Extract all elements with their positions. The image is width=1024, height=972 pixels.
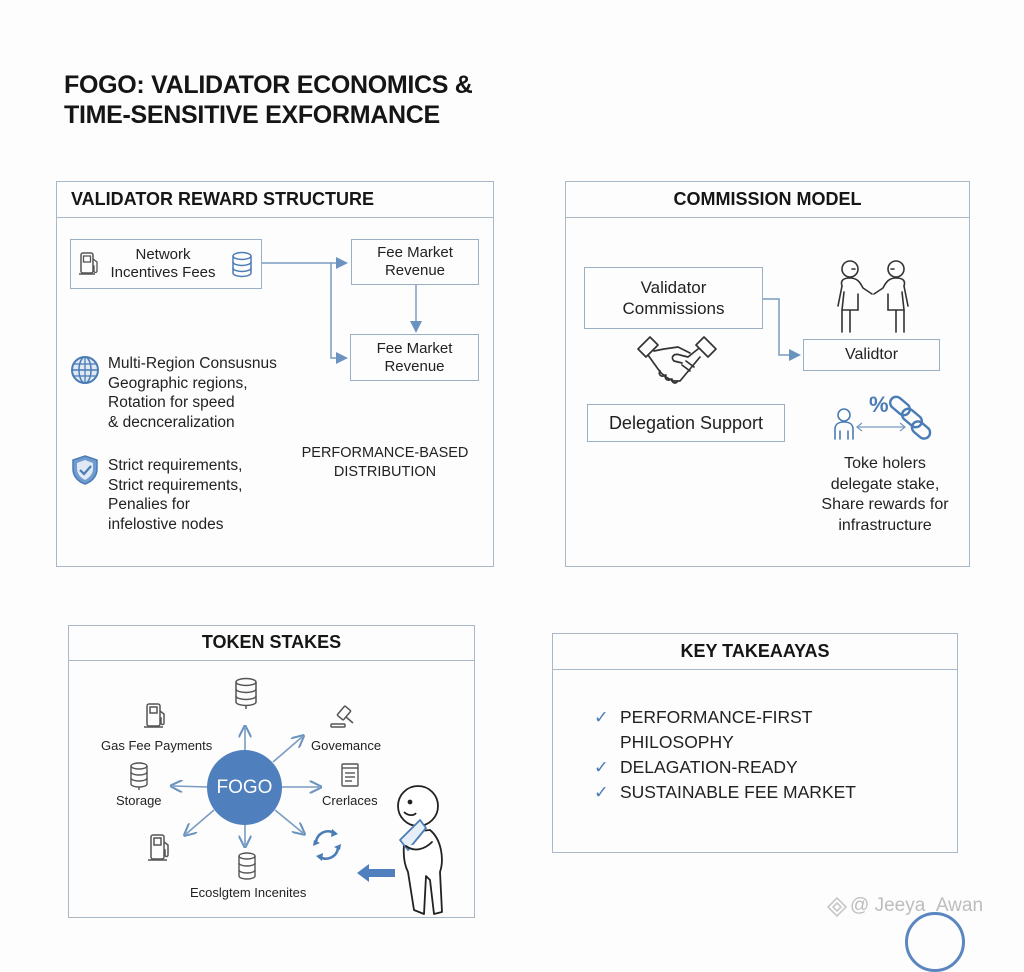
- fuel-pump-icon: [144, 703, 165, 728]
- commission-model-panel: COMMISSION MODEL: [565, 181, 970, 567]
- database-icon: [130, 762, 148, 790]
- check-icon: ✓: [594, 707, 609, 727]
- database-icon: [238, 852, 256, 880]
- fee-market-revenue-box-bottom: Fee Market Revenue: [350, 334, 479, 381]
- delegation-support-label: Delegation Support: [608, 412, 764, 433]
- validator-box: Validtor: [803, 339, 940, 371]
- reward-flow-arrows: [262, 257, 422, 364]
- binance-logo-icon: [826, 896, 848, 918]
- handshake-icon: [637, 336, 717, 384]
- person-icon: [834, 408, 854, 440]
- page-title: FOGO: VALIDATOR ECONOMICS & TIME-SENSITI…: [64, 70, 473, 130]
- multi-region-line-4: & decnceralization: [108, 413, 235, 431]
- takeaway-1-line-1: PERFORMANCE-FIRST: [620, 707, 813, 727]
- arrow-left-icon: [357, 864, 395, 882]
- fuel-pump-icon: [148, 834, 169, 861]
- multi-region-text: Multi-Region Consusnus Geographic region…: [108, 354, 277, 432]
- delegation-note-line-4: infrastructure: [838, 516, 932, 534]
- reward-structure-heading: VALIDATOR REWARD STRUCTURE: [57, 182, 493, 218]
- database-icon: [235, 677, 257, 709]
- validator-commissions-line-1: Validator: [640, 278, 707, 297]
- check-icon: ✓: [594, 782, 609, 802]
- spoke-gas-fee-label: Gas Fee Payments: [101, 738, 213, 753]
- network-incentives-box: Network Incentives Fees: [70, 239, 262, 289]
- globe-icon: [71, 356, 99, 384]
- network-line-1: Network: [135, 246, 191, 263]
- fee-bottom-line-1: Fee Market: [376, 339, 453, 357]
- refresh-icon: [313, 829, 341, 861]
- fee-top-line-2: Revenue: [384, 262, 446, 279]
- takeaway-1-line-2: PHILOSOPHY: [620, 732, 734, 752]
- network-line-2: Incentives Fees: [110, 264, 216, 281]
- requirements-text: Strict requirements, Strict requirements…: [108, 456, 242, 534]
- check-icon: ✓: [594, 757, 609, 777]
- commission-model-heading: COMMISSION MODEL: [566, 182, 969, 218]
- requirements-line-4: infelostive nodes: [108, 515, 224, 533]
- key-takeaways-heading: KEY TAKEAAYAS: [553, 634, 957, 670]
- database-icon: [232, 251, 252, 278]
- fuel-pump-icon: [79, 252, 98, 275]
- fogo-hub: FOGO: [207, 750, 282, 825]
- spoke-governance-label: Govemance: [311, 738, 382, 753]
- requirements-line-1: Strict requirements,: [108, 457, 243, 474]
- performance-distribution-label: PERFORMANCE-BASED DISTRIBUTION: [290, 444, 480, 482]
- requirements-line-3: Penalies for: [108, 496, 190, 513]
- document-icon: [341, 763, 359, 787]
- takeaway-3-line-1: SUSTAINABLE FEE MARKET: [620, 782, 856, 802]
- validator-label: Validtor: [844, 346, 899, 363]
- title-line-1: FOGO: VALIDATOR ECONOMICS &: [64, 71, 473, 99]
- key-takeaways-panel: KEY TAKEAAYAS: [552, 633, 958, 853]
- takeaway-item: ✓ SUSTAINABLE FEE MARKET: [594, 780, 856, 805]
- svg-text:%: %: [869, 392, 889, 417]
- title-line-2: TIME-SENSITIVE EXFORMANCE: [64, 101, 440, 129]
- validator-commissions-line-2: Commissions: [622, 299, 725, 318]
- takeaway-item: ✓ PERFORMANCE-FIRST PHILOSOPHY: [594, 705, 856, 755]
- corner-badge: [905, 912, 965, 972]
- spoke-ecosystem-label: Ecoslgtem Incenites: [190, 885, 307, 900]
- validator-commissions-box: Validator Commissions: [584, 267, 763, 329]
- gavel-icon: [330, 705, 354, 728]
- fogo-hub-label: FOGO: [216, 776, 273, 798]
- delegation-note-line-2: delegate stake,: [830, 475, 940, 493]
- multi-region-line-3: Rotation for speed: [108, 394, 235, 411]
- distribution-line-2: DISTRIBUTION: [333, 464, 437, 480]
- fee-market-revenue-box-top: Fee Market Revenue: [351, 239, 479, 285]
- percent-chain-icon: %: [869, 392, 932, 440]
- delegation-support-box: Delegation Support: [587, 404, 785, 442]
- spoke-storage-label: Storage: [116, 793, 162, 808]
- people-handshake-icon: [837, 260, 909, 333]
- person-with-tablet-illustration: [397, 785, 443, 915]
- shield-check-icon: [72, 455, 98, 485]
- watermark-text: @ Jeeya_Awan: [850, 895, 984, 916]
- requirements-line-2: Strict requirements,: [108, 476, 243, 494]
- token-spoke-arrows: [0, 0, 1024, 930]
- spoke-crerlaces-label: Crerlaces: [322, 793, 378, 808]
- commission-arrow: [763, 298, 801, 361]
- takeaway-item: ✓ DELAGATION-READY: [594, 755, 856, 780]
- token-stakes-heading: TOKEN STAKES: [69, 626, 474, 661]
- multi-region-line-1: Multi-Region Consusnus: [108, 355, 277, 372]
- delegation-note-line-1: Toke holers: [844, 455, 926, 472]
- fee-top-line-1: Fee Market: [377, 244, 453, 261]
- delegation-note-line-3: Share rewards for: [821, 496, 949, 513]
- delegation-note: Toke holers delegate stake, Share reward…: [800, 454, 970, 536]
- distribution-line-1: PERFORMANCE-BASED: [301, 445, 469, 461]
- takeaway-2-line-1: DELAGATION-READY: [620, 757, 798, 777]
- fee-bottom-line-2: Revenue: [384, 357, 445, 375]
- takeaways-list: ✓ PERFORMANCE-FIRST PHILOSOPHY ✓ DELAGAT…: [594, 705, 856, 805]
- multi-region-line-2: Geographic regions,: [108, 374, 248, 392]
- delegation-double-arrow: [855, 422, 907, 432]
